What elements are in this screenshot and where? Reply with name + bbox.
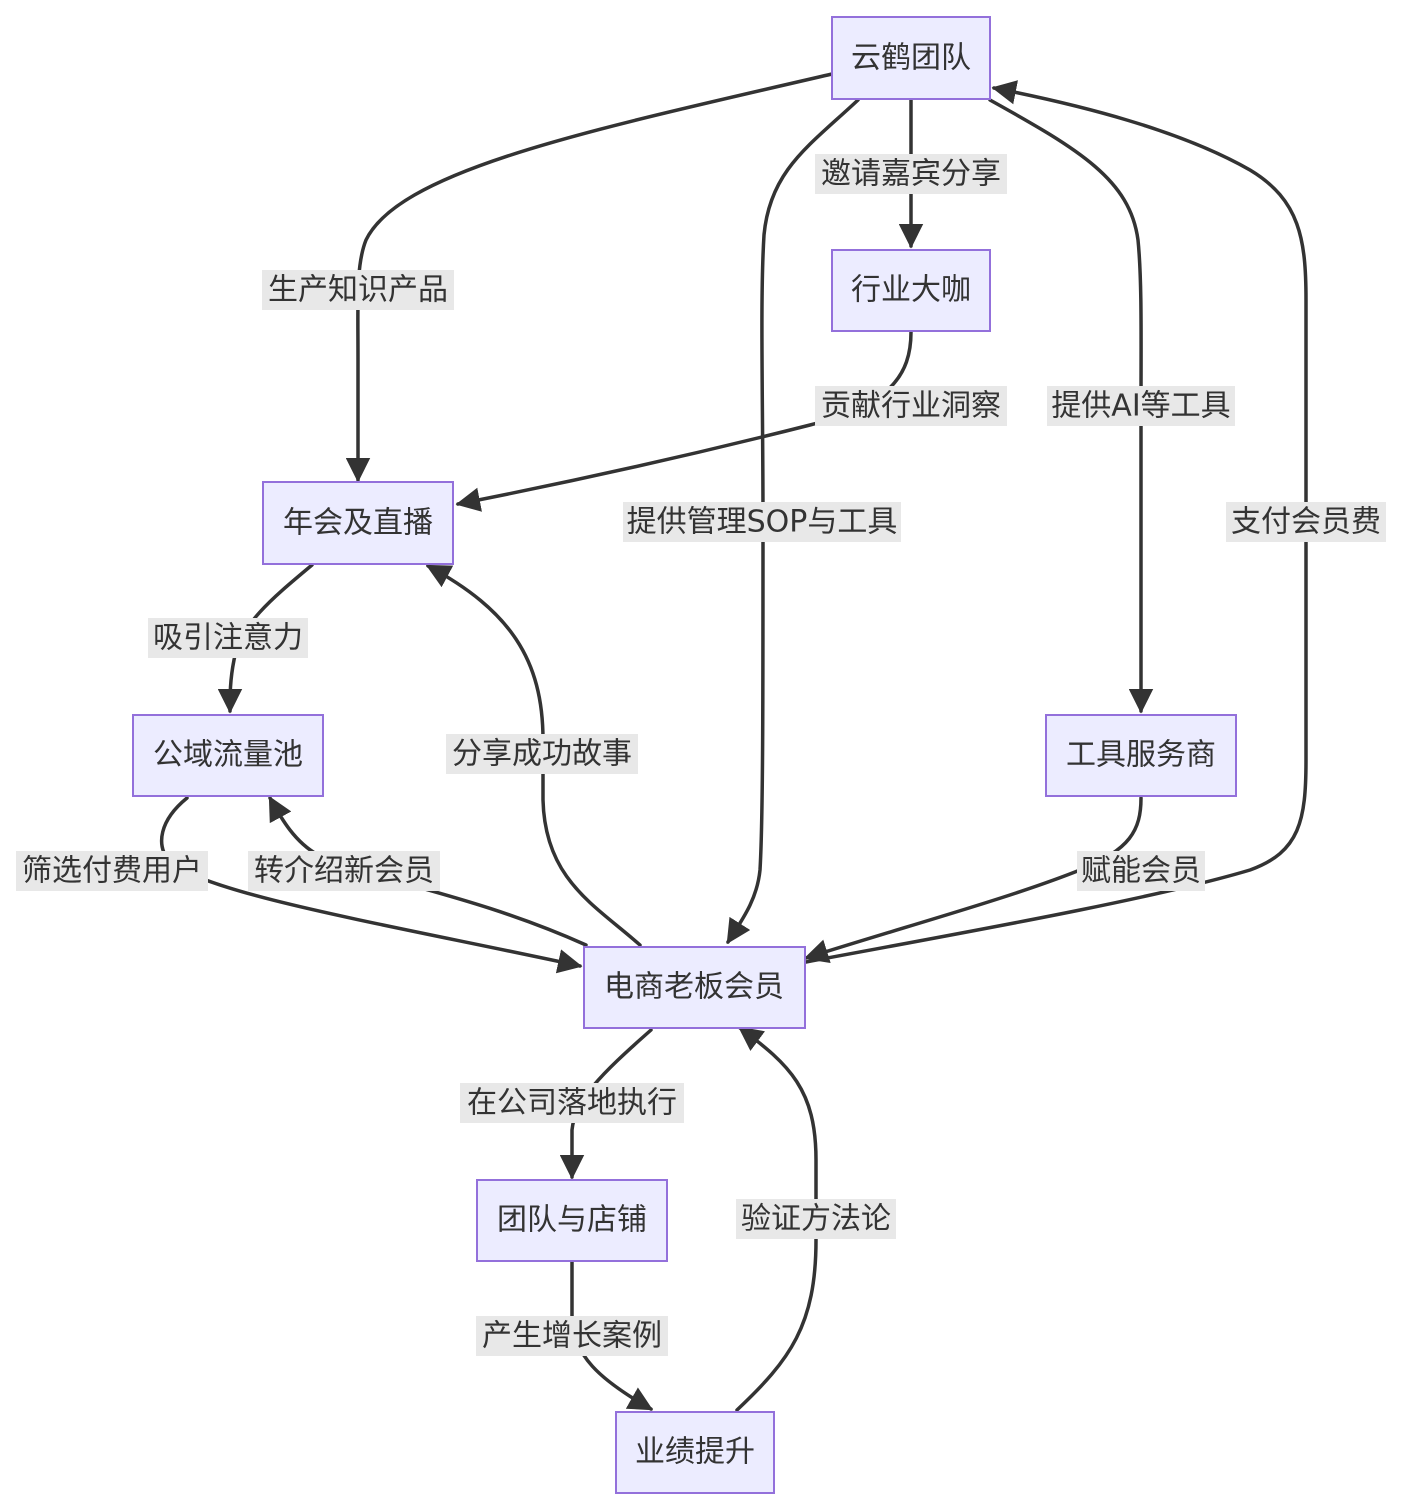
edge-label-story-text: 分享成功故事	[452, 737, 632, 772]
edge-experts-annual	[455, 330, 913, 512]
node-yunhe-team-label: 云鹤团队	[851, 41, 971, 76]
edge-label-fee-text: 支付会员费	[1231, 505, 1381, 540]
edge-label-execute: 在公司落地执行	[460, 1083, 684, 1123]
edge-label-validate-text: 验证方法论	[741, 1202, 891, 1237]
edge-label-execute-text: 在公司落地执行	[467, 1086, 677, 1121]
edge-public-members	[159, 796, 583, 974]
edge-label-ai-tools-text: 提供AI等工具	[1051, 389, 1230, 424]
edge-label-filter-text: 筛选付费用户	[22, 854, 202, 889]
edge-label-invite-text: 邀请嘉宾分享	[821, 157, 1001, 192]
edge-label-cases: 产生增长案例	[476, 1316, 668, 1356]
edge-label-filter: 筛选付费用户	[16, 851, 208, 891]
node-industry-experts: 行业大咖	[831, 249, 991, 332]
node-annual-live-label: 年会及直播	[283, 506, 433, 541]
edge-label-story: 分享成功故事	[446, 734, 638, 774]
edge-label-attention: 吸引注意力	[148, 618, 308, 658]
node-public-pool: 公域流量池	[132, 714, 324, 797]
node-team-store-label: 团队与店铺	[497, 1203, 647, 1238]
edge-growth-members	[735, 1026, 818, 1412]
edge-label-sop: 提供管理SOP与工具	[623, 502, 901, 542]
edge-label-validate: 验证方法论	[736, 1199, 896, 1239]
edge-label-produce-text: 生产知识产品	[268, 273, 448, 308]
node-growth-label: 业绩提升	[635, 1435, 755, 1470]
edge-label-empower: 赋能会员	[1077, 851, 1205, 891]
edges	[159, 72, 1308, 1412]
edge-label-fee: 支付会员费	[1226, 502, 1386, 542]
edge-tools-members	[803, 796, 1143, 964]
edge-label-invite: 邀请嘉宾分享	[815, 154, 1007, 194]
edge-label-attention-text: 吸引注意力	[153, 621, 303, 656]
nodes: 云鹤团队 行业大咖 年会及直播 公域流量池 工具服务商 电商老板会员 团队与店铺	[132, 16, 1237, 1494]
node-public-pool-label: 公域流量池	[153, 738, 303, 773]
node-growth: 业绩提升	[615, 1411, 775, 1494]
node-industry-experts-label: 行业大咖	[851, 273, 971, 308]
node-tool-vendors: 工具服务商	[1045, 714, 1237, 797]
edge-yunhe-tools	[988, 98, 1154, 714]
node-members: 电商老板会员	[583, 946, 806, 1029]
edge-members-yunhe	[804, 80, 1308, 964]
edge-label-ai-tools: 提供AI等工具	[1047, 386, 1235, 426]
edge-label-referral-text: 转介绍新会员	[254, 854, 434, 889]
edge-label-referral: 转介绍新会员	[248, 851, 440, 891]
edge-label-sop-text: 提供管理SOP与工具	[627, 505, 898, 540]
node-members-label: 电商老板会员	[604, 970, 784, 1005]
node-yunhe-team: 云鹤团队	[831, 16, 991, 100]
edge-label-produce: 生产知识产品	[262, 270, 454, 310]
edge-label-insight-text: 贡献行业洞察	[821, 389, 1001, 424]
edge-label-insight: 贡献行业洞察	[815, 386, 1007, 426]
node-team-store: 团队与店铺	[476, 1179, 668, 1262]
node-annual-live: 年会及直播	[262, 481, 454, 565]
edge-label-empower-text: 赋能会员	[1081, 854, 1201, 889]
edge-label-cases-text: 产生增长案例	[482, 1319, 662, 1354]
node-tool-vendors-label: 工具服务商	[1066, 738, 1216, 773]
edge-labels: 生产知识产品 邀请嘉宾分享 提供管理SOP与工具 提供AI等工具 支付会员费 贡…	[16, 154, 1386, 1356]
